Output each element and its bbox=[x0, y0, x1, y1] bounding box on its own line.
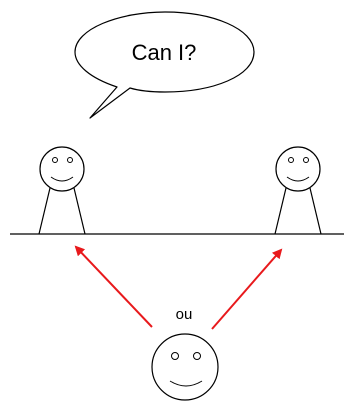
speech-bubble-outline bbox=[74, 11, 255, 119]
right-figure bbox=[274, 146, 322, 235]
left-figure-right-eye bbox=[67, 157, 73, 163]
right-figure-left-eye bbox=[288, 157, 294, 163]
right-figure-head bbox=[275, 146, 321, 192]
bottom-figure bbox=[151, 333, 219, 401]
bottom-figure-left-eye bbox=[171, 352, 179, 360]
left-arrow bbox=[74, 245, 153, 328]
choice-label: ou bbox=[176, 306, 193, 323]
bottom-figure-head bbox=[151, 333, 219, 401]
right-figure-right-eye bbox=[303, 157, 309, 163]
right-figure-body bbox=[274, 187, 322, 235]
right-arrow bbox=[211, 248, 283, 330]
speech-bubble: Can I? bbox=[74, 11, 255, 119]
left-figure-left-eye bbox=[52, 157, 58, 163]
left-figure-smile bbox=[50, 176, 74, 182]
speech-bubble-text: Can I? bbox=[132, 40, 197, 65]
left-figure bbox=[38, 146, 86, 235]
bottom-figure-right-eye bbox=[193, 352, 201, 360]
right-figure-smile bbox=[286, 176, 310, 182]
left-figure-head bbox=[39, 146, 85, 192]
bottom-figure-smile bbox=[169, 380, 203, 387]
left-figure-body bbox=[38, 187, 86, 235]
